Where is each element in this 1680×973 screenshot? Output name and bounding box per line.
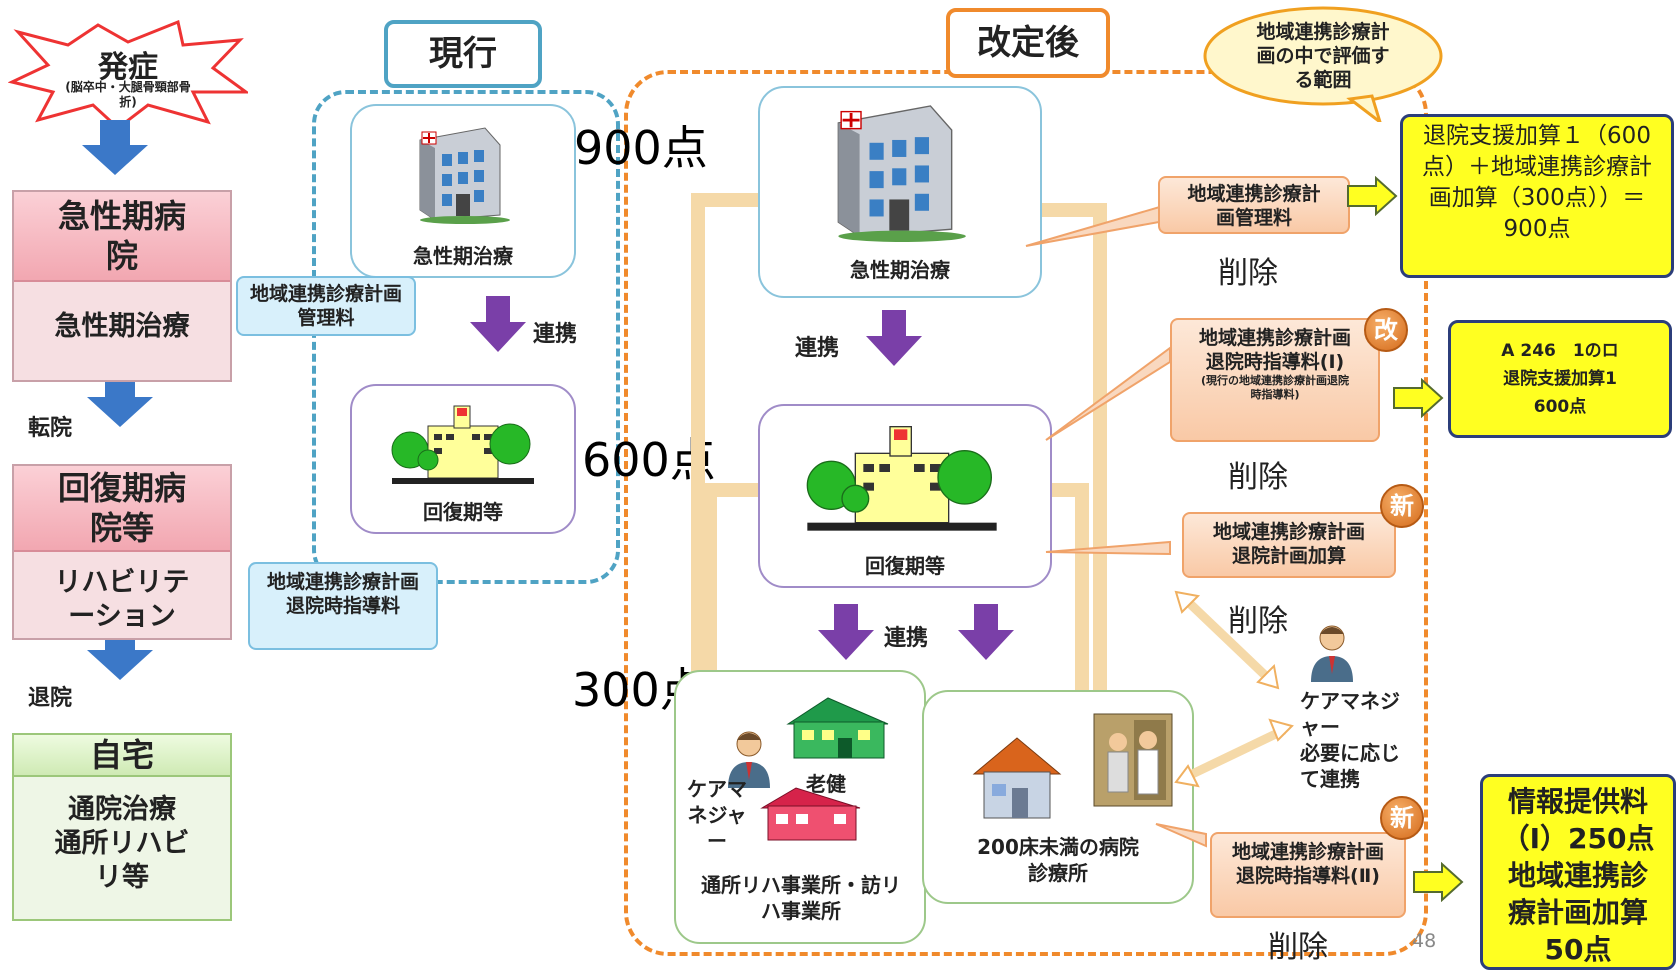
- fee-guidance-1-label: 地域連携診療計画退院時指導料(Ⅰ): [1198, 327, 1351, 373]
- current-link-label: 連携: [533, 322, 578, 347]
- purple-down-arrow-revised-3: [958, 604, 1014, 660]
- day-rehab-building-icon: [760, 787, 861, 841]
- fee-discharge-plan-badge: 新: [1380, 484, 1424, 528]
- current-title: 現行: [384, 20, 542, 88]
- result-info-line3: 地域連携診: [1507, 859, 1648, 892]
- scope-bubble-text: 地域連携診療計画の中で評価する範囲: [1256, 21, 1390, 91]
- points-900: 900点: [574, 121, 708, 175]
- house-icon: [972, 737, 1062, 819]
- yellow-arrow-1: [1347, 176, 1398, 216]
- fee-guidance-2-callout: 地域連携診療計画退院時指導料(Ⅱ): [1210, 832, 1406, 918]
- current-recovery-panel: 回復期等: [350, 384, 576, 534]
- revised-acute-label: 急性期治療: [850, 258, 950, 282]
- revised-link-label-2: 連携: [884, 626, 929, 651]
- result-600-box: A 246 1のロ 退院支援加算1 600点: [1448, 320, 1672, 438]
- current-frame: [312, 90, 620, 584]
- result-info-line2: （Ⅰ）250点: [1501, 822, 1655, 855]
- recovery-facility-icon: [391, 405, 534, 484]
- onset-burst: 発症 (脳卒中・大腿骨頸部骨折): [7, 19, 251, 130]
- callout-pointers: [1025, 202, 1171, 556]
- fee-discharge-plan-deleted: 削除: [1228, 604, 1288, 639]
- stage-acute-head: 急性期病院: [14, 192, 230, 282]
- clinic-doctor-icon: [1093, 713, 1173, 807]
- purple-down-arrow-current: [470, 296, 526, 352]
- current-callout-guidance: 地域連携診療計画退院時指導料: [248, 562, 438, 650]
- scope-bubble: 地域連携診療計画の中で評価する範囲: [1200, 4, 1446, 127]
- stage-acute-body: 急性期治療: [54, 311, 190, 342]
- result-600-line2: 退院支援加算1: [1503, 369, 1617, 389]
- care-manager-right-icon: [1311, 625, 1353, 682]
- stage-home: 自宅 通院治療 通所リハビリ等: [12, 733, 232, 921]
- result-info-line5: 50点: [1544, 933, 1612, 966]
- result-600-line3: 600点: [1533, 397, 1587, 417]
- small-hospital-panel: 200床未満の病院 診療所: [922, 690, 1194, 904]
- purple-down-arrow-revised-2: [818, 604, 874, 660]
- stage-home-body: 通院治療 通所リハビリ等: [54, 794, 190, 893]
- care-manager-right-label: ケアマネジャー 必要に応じて連携: [1300, 689, 1400, 791]
- current-acute-panel: 急性期治療: [350, 104, 576, 278]
- hospital-building-icon: [837, 105, 966, 242]
- stage-recovery-head: 回復期病院等: [14, 466, 230, 552]
- stage-home-head: 自宅: [14, 735, 230, 777]
- revised-title: 改定後: [946, 8, 1110, 78]
- fee-guidance-1-note: (現行の地域連携診療計画退院時指導料): [1200, 374, 1350, 401]
- day-rehab-label: 通所リハ事業所・訪リハ事業所: [701, 873, 901, 923]
- fee-management-callout: 地域連携診療計画管理料: [1158, 176, 1350, 234]
- result-info-line1: 情報提供料: [1507, 785, 1648, 818]
- fee-discharge-plan-callout: 地域連携診療計画退院計画加算: [1182, 512, 1396, 578]
- arrow-label-discharge: 退院: [28, 686, 73, 711]
- recovery-facility-icon: [806, 426, 997, 531]
- result-600-line1: A 246 1のロ: [1501, 341, 1619, 361]
- community-services-panel: ケアマネジャー 老健 通所リハ事業所・訪リハ事業所: [674, 670, 926, 944]
- fee-guidance-1-badge: 改: [1364, 308, 1408, 352]
- fee-guidance-1-callout: 地域連携診療計画退院時指導料(Ⅰ) (現行の地域連携診療計画退院時指導料): [1170, 318, 1380, 442]
- page-number: 48: [1412, 930, 1437, 952]
- stage-recovery: 回復期病院等 リハビリテーション: [12, 464, 232, 640]
- fee-guidance-2-deleted: 削除: [1268, 930, 1328, 965]
- fee-guidance-2-badge: 新: [1380, 796, 1424, 840]
- callout-pointer-4: [1155, 823, 1207, 848]
- onset-sub: (脳卒中・大腿骨頸部骨折): [65, 80, 191, 109]
- onset-title: 発症: [98, 50, 158, 85]
- result-info-line4: 療計画加算: [1507, 896, 1648, 929]
- revised-acute-panel: 急性期治療: [758, 86, 1042, 298]
- purple-down-arrow-revised-1: [866, 310, 922, 366]
- blue-down-arrow-1: [82, 120, 148, 175]
- hospital-building-icon: [419, 127, 510, 224]
- current-recovery-label: 回復期等: [423, 500, 503, 524]
- yellow-arrow-2: [1393, 378, 1444, 418]
- care-manager-label: ケアマネジャー: [687, 777, 747, 853]
- small-hospital-label: 200床未満の病院 診療所: [977, 835, 1139, 885]
- care-manager-person-icon: [728, 731, 770, 788]
- revised-recovery-label: 回復期等: [865, 554, 945, 578]
- stage-recovery-body: リハビリテーション: [54, 567, 190, 632]
- stage-acute: 急性期病院 急性期治療: [12, 190, 232, 382]
- yellow-arrow-3: [1413, 862, 1464, 902]
- revised-link-label-1: 連携: [795, 336, 840, 361]
- result-info-box: 情報提供料 （Ⅰ）250点 地域連携診 療計画加算 50点: [1480, 774, 1676, 970]
- current-callout-management: 地域連携診療計画管理料: [236, 276, 416, 336]
- roken-building-icon: [786, 697, 889, 759]
- blue-down-arrow-3: [87, 625, 153, 680]
- revised-recovery-panel: 回復期等: [758, 404, 1052, 588]
- result-900-box: 退院支援加算１（600点）＋地域連携診療計画加算（300点））＝900点: [1400, 114, 1674, 278]
- fee-management-deleted: 削除: [1218, 256, 1278, 291]
- blue-down-arrow-2: [87, 372, 153, 427]
- roken-label: 老健: [806, 772, 846, 796]
- arrow-label-transfer: 転院: [28, 416, 73, 441]
- double-arrows-care-manager: [1174, 590, 1294, 788]
- fee-guidance-1-deleted: 削除: [1228, 460, 1288, 495]
- current-acute-label: 急性期治療: [413, 244, 513, 268]
